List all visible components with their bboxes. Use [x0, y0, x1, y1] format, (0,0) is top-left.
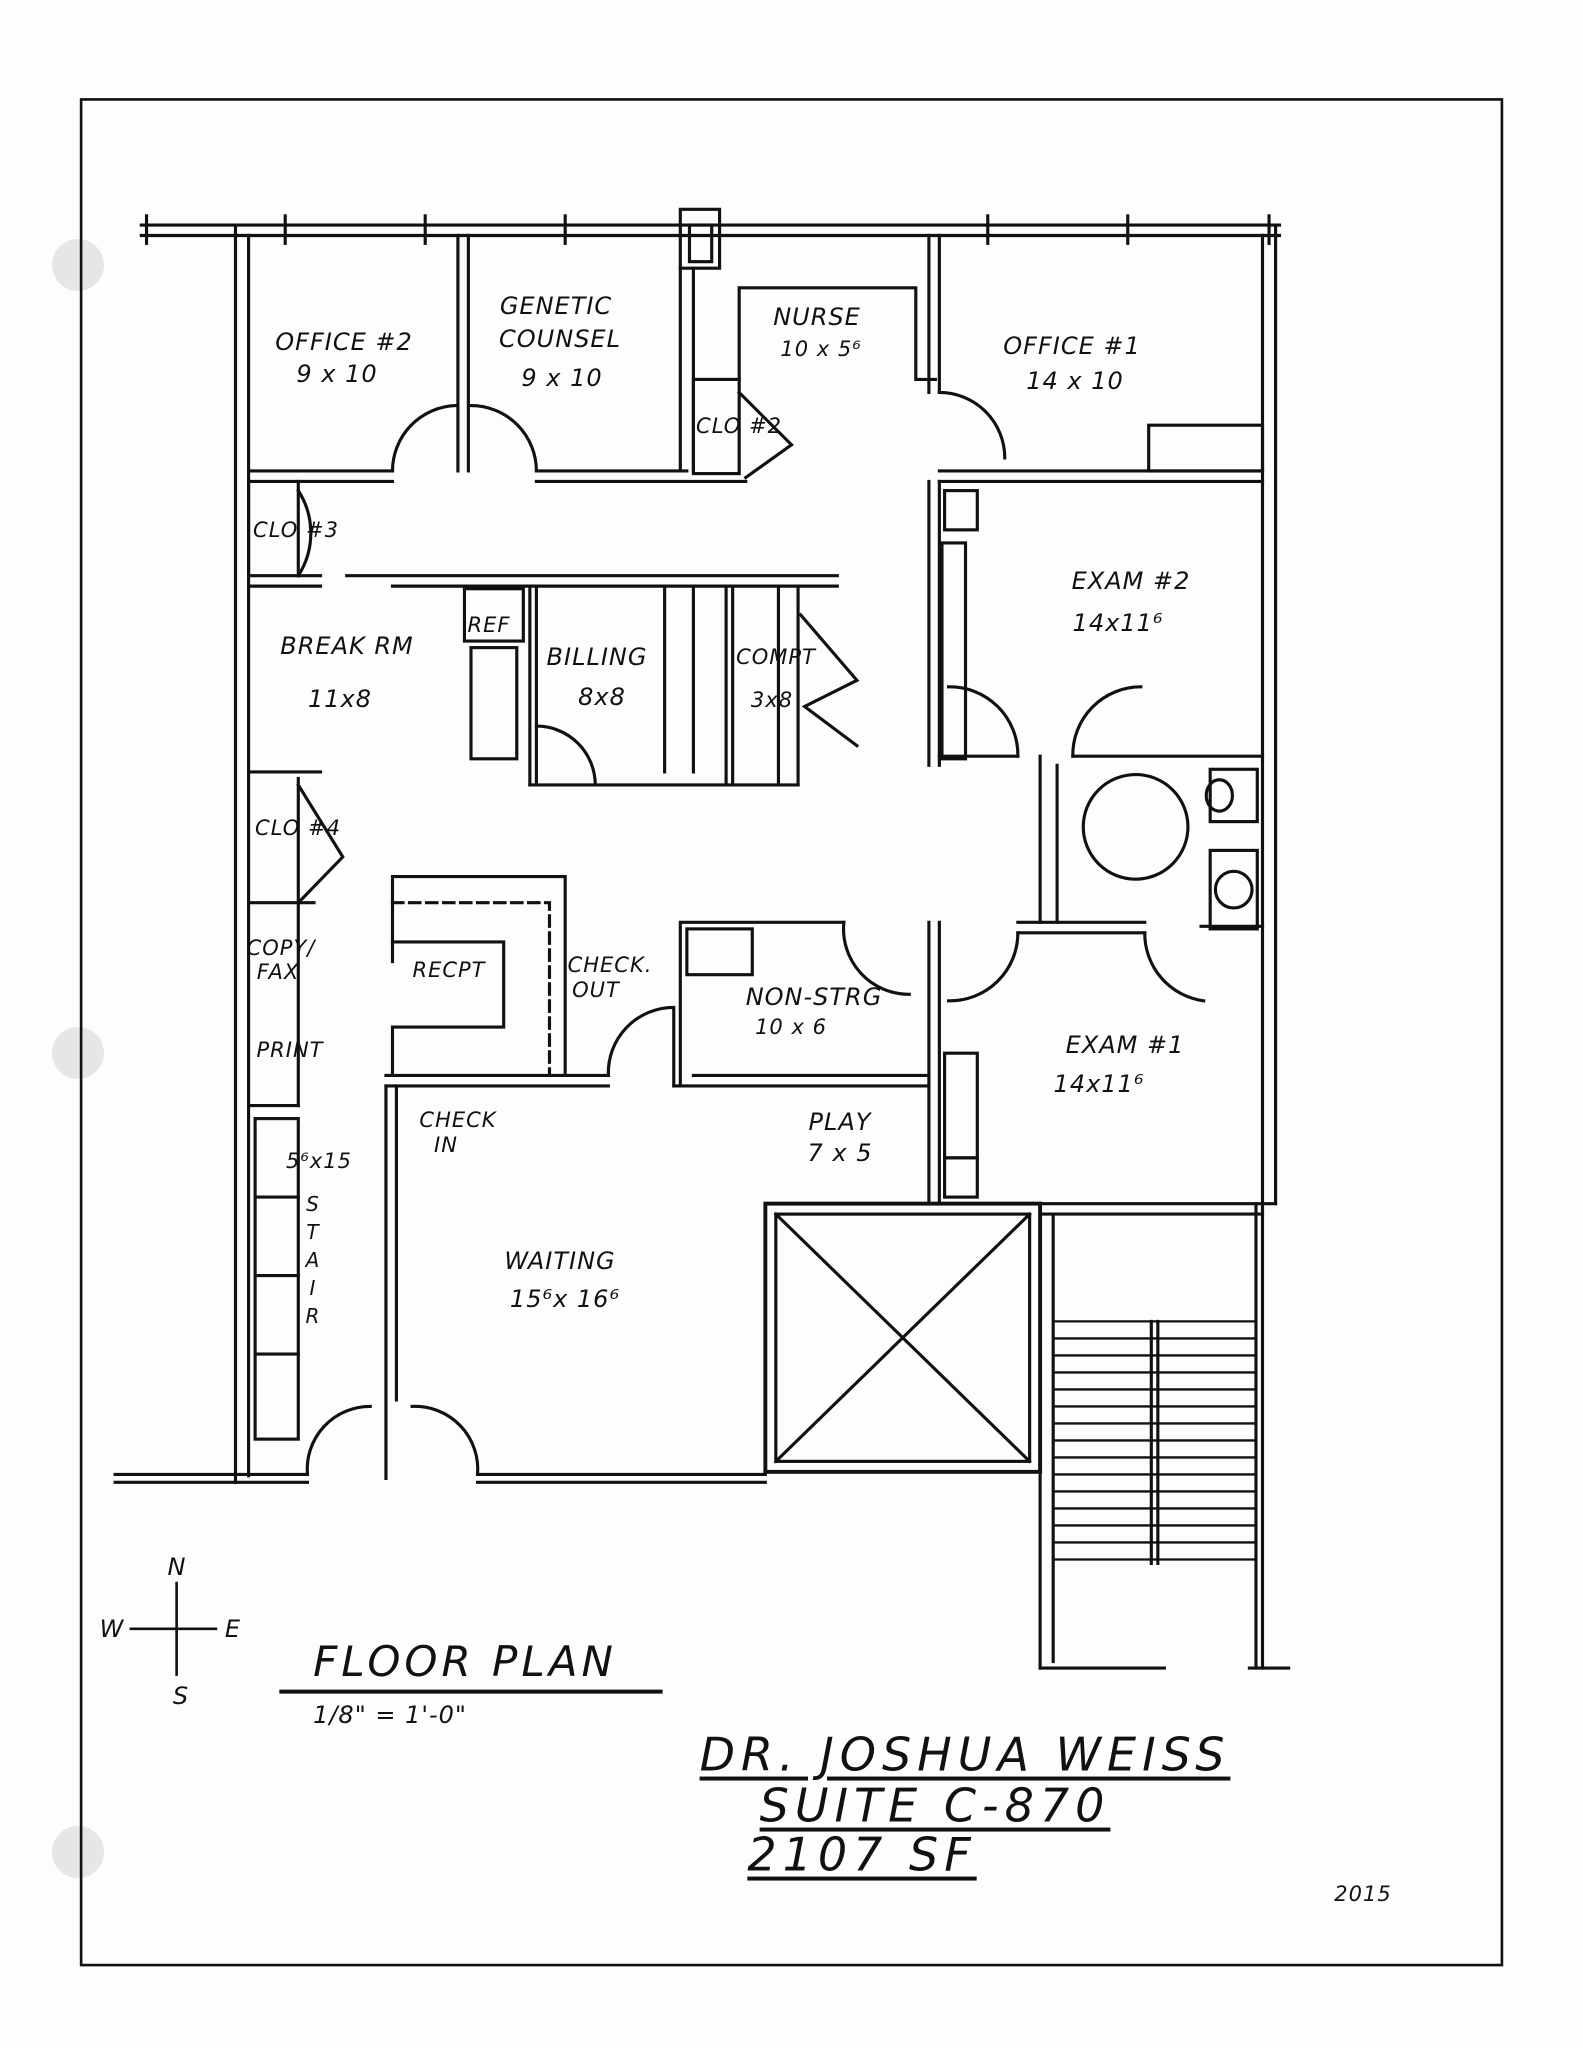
refrigerator-label: REF	[467, 612, 511, 637]
compass-rose-icon	[129, 1581, 218, 1676]
stair-label: STAIR	[300, 1192, 325, 1332]
check-in-label-2: IN	[434, 1132, 458, 1157]
waiting-size: 15⁶x 16⁶	[509, 1285, 621, 1314]
square-footage: 2107 SF	[747, 1827, 977, 1882]
office-2-size: 9 x 10	[296, 360, 378, 389]
genetic-counsel-label-2: COUNSEL	[499, 325, 621, 354]
waiting-label: WAITING	[504, 1247, 616, 1276]
punch-hole	[52, 239, 104, 291]
office-1-size: 14 x 10	[1026, 367, 1124, 396]
break-room-label: BREAK RM	[280, 632, 414, 661]
closet-3-label: CLO #3	[253, 517, 339, 542]
check-in-label-1: CHECK	[419, 1107, 497, 1132]
play-label: PLAY	[808, 1108, 872, 1137]
print-label: PRINT	[256, 1037, 324, 1062]
drawing-scale: 1/8" = 1'-0"	[313, 1701, 467, 1730]
exam-2-label: EXAM #2	[1071, 567, 1191, 596]
floor-plan-title: FLOOR PLAN	[313, 1636, 617, 1686]
compt-label: COMPT	[736, 644, 816, 669]
billing-label: BILLING	[546, 643, 648, 672]
billing-size: 8x8	[578, 683, 626, 712]
exam-2-size: 14x11⁶	[1072, 609, 1164, 638]
nurse-size: 10 x 5⁶	[780, 336, 862, 361]
play-size: 7 x 5	[807, 1139, 873, 1168]
walls	[113, 207, 1291, 1670]
closet-4-label: CLO #4	[255, 815, 341, 840]
compass-east: E	[224, 1615, 242, 1644]
compt-size: 3x8	[750, 687, 794, 712]
compass-west: W	[99, 1615, 125, 1644]
genetic-counsel-size: 9 x 10	[521, 364, 603, 393]
sheet-border	[79, 98, 1504, 1967]
nurse-label: NURSE	[773, 303, 861, 332]
suite-number: SUITE C-870	[759, 1778, 1111, 1833]
client-name: DR. JOSHUA WEISS	[699, 1727, 1231, 1782]
non-storage-label: NON-STRG	[745, 983, 883, 1012]
office-2-label: OFFICE #2	[275, 328, 413, 357]
stair-size: 5⁶x15	[286, 1148, 352, 1173]
copy-label: COPY/	[246, 935, 316, 960]
office-1-label: OFFICE #1	[1003, 332, 1141, 361]
compass-south: S	[172, 1682, 190, 1711]
compass-north: N	[167, 1553, 187, 1582]
punch-hole	[52, 1027, 104, 1079]
reception-label: RECPT	[412, 957, 486, 982]
fax-label: FAX	[256, 959, 300, 984]
check-out-label-1: CHECK.	[567, 952, 653, 977]
punch-hole	[52, 1826, 104, 1878]
exam-1-label: EXAM #1	[1065, 1031, 1185, 1060]
exam-1-size: 14x11⁶	[1053, 1070, 1145, 1099]
drawing-year: 2015	[1334, 1881, 1392, 1906]
check-out-label-2: OUT	[572, 977, 620, 1002]
break-room-size: 11x8	[307, 685, 373, 714]
non-storage-size: 10 x 6	[755, 1014, 827, 1039]
closet-2-label: CLO #2	[696, 413, 782, 438]
genetic-counsel-label-1: GENETIC	[499, 292, 613, 321]
